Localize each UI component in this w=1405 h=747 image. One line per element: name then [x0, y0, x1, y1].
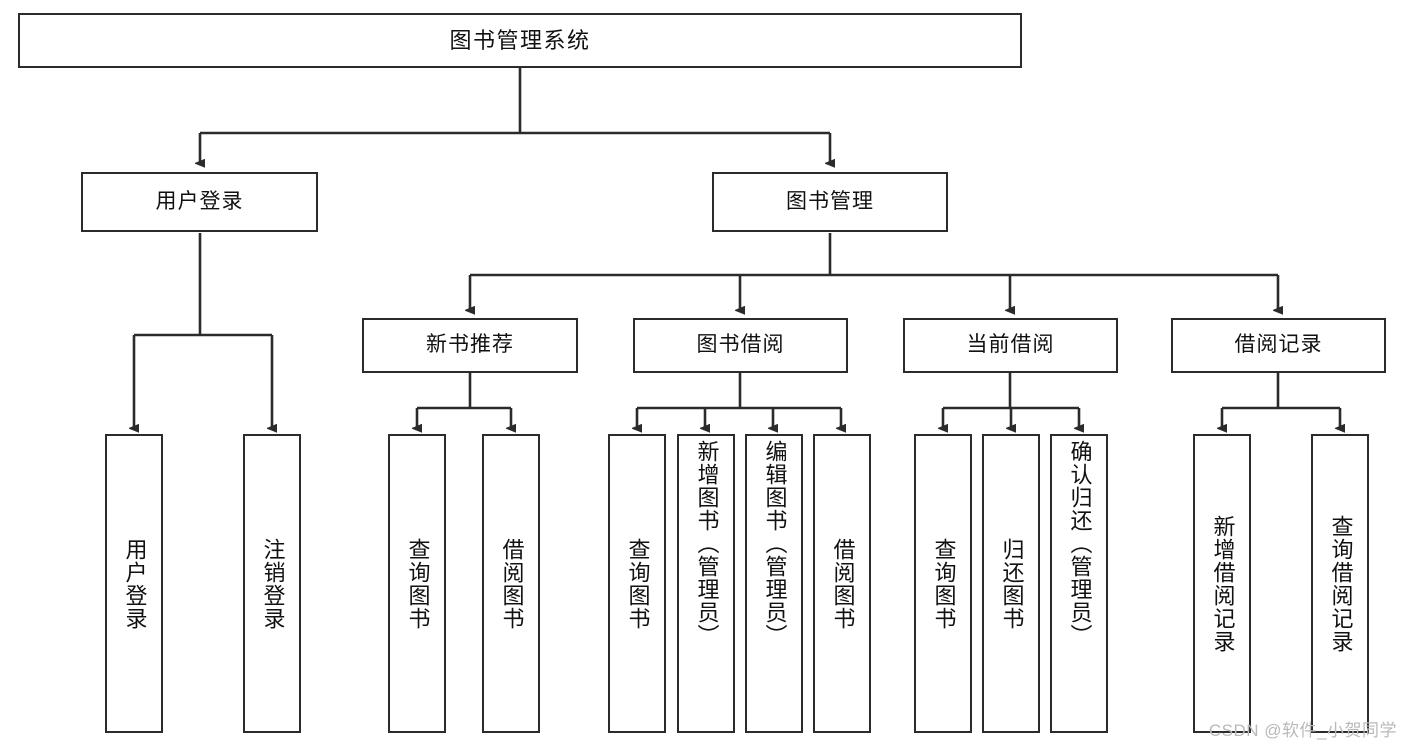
node-current-borrow[interactable]: 当前借阅: [903, 318, 1118, 373]
node-new-book-recommend[interactable]: 新书推荐: [362, 318, 578, 373]
leaf-query-book-recommend[interactable]: 查询图书: [388, 434, 446, 733]
node-label: 新书推荐: [426, 333, 514, 357]
node-label: 新增图书（管理员）: [694, 440, 720, 647]
node-label: 图书借阅: [696, 333, 785, 357]
node-label: 编辑图书（管理员）: [762, 440, 788, 647]
node-label: 借阅图书: [499, 537, 525, 630]
node-label: 图书管理系统: [449, 27, 591, 53]
node-book-borrow[interactable]: 图书借阅: [633, 318, 848, 373]
node-borrow-record[interactable]: 借阅记录: [1171, 318, 1386, 373]
leaf-user-login[interactable]: 用户登录: [105, 434, 163, 733]
node-label: 用户登录: [122, 537, 148, 630]
node-label: 归还图书: [999, 537, 1025, 630]
node-label: 当前借阅: [966, 333, 1055, 357]
node-user-login[interactable]: 用户登录: [81, 172, 318, 232]
node-label: 注销登录: [260, 537, 286, 630]
node-label: 新增借阅记录: [1210, 514, 1236, 653]
leaf-borrow-book-recommend[interactable]: 借阅图书: [482, 434, 540, 733]
node-label: 查询图书: [625, 537, 651, 630]
node-label: 用户登录: [155, 189, 244, 213]
node-label: 借阅记录: [1234, 333, 1323, 357]
leaf-query-book-current[interactable]: 查询图书: [914, 434, 972, 733]
node-book-management[interactable]: 图书管理: [712, 172, 948, 232]
leaf-borrow-book[interactable]: 借阅图书: [813, 434, 871, 733]
node-label: 确认归还（管理员）: [1067, 440, 1093, 647]
leaf-add-book-admin[interactable]: 新增图书（管理员）: [677, 434, 735, 733]
node-root-system[interactable]: 图书管理系统: [18, 13, 1022, 68]
leaf-logout[interactable]: 注销登录: [243, 434, 301, 733]
leaf-confirm-return-admin[interactable]: 确认归还（管理员）: [1050, 434, 1108, 733]
csdn-watermark: CSDN @软件_小贺同学: [1208, 721, 1397, 740]
leaf-add-borrow-record[interactable]: 新增借阅记录: [1193, 434, 1251, 733]
leaf-return-book[interactable]: 归还图书: [982, 434, 1040, 733]
node-label: 查询图书: [931, 537, 957, 630]
leaf-query-book-borrow[interactable]: 查询图书: [608, 434, 666, 733]
leaf-edit-book-admin[interactable]: 编辑图书（管理员）: [745, 434, 803, 733]
node-label: 图书管理: [786, 189, 874, 213]
leaf-query-borrow-record[interactable]: 查询借阅记录: [1311, 434, 1369, 733]
node-label: 查询借阅记录: [1328, 514, 1354, 653]
node-label: 查询图书: [405, 537, 431, 630]
node-label: 借阅图书: [830, 537, 856, 630]
